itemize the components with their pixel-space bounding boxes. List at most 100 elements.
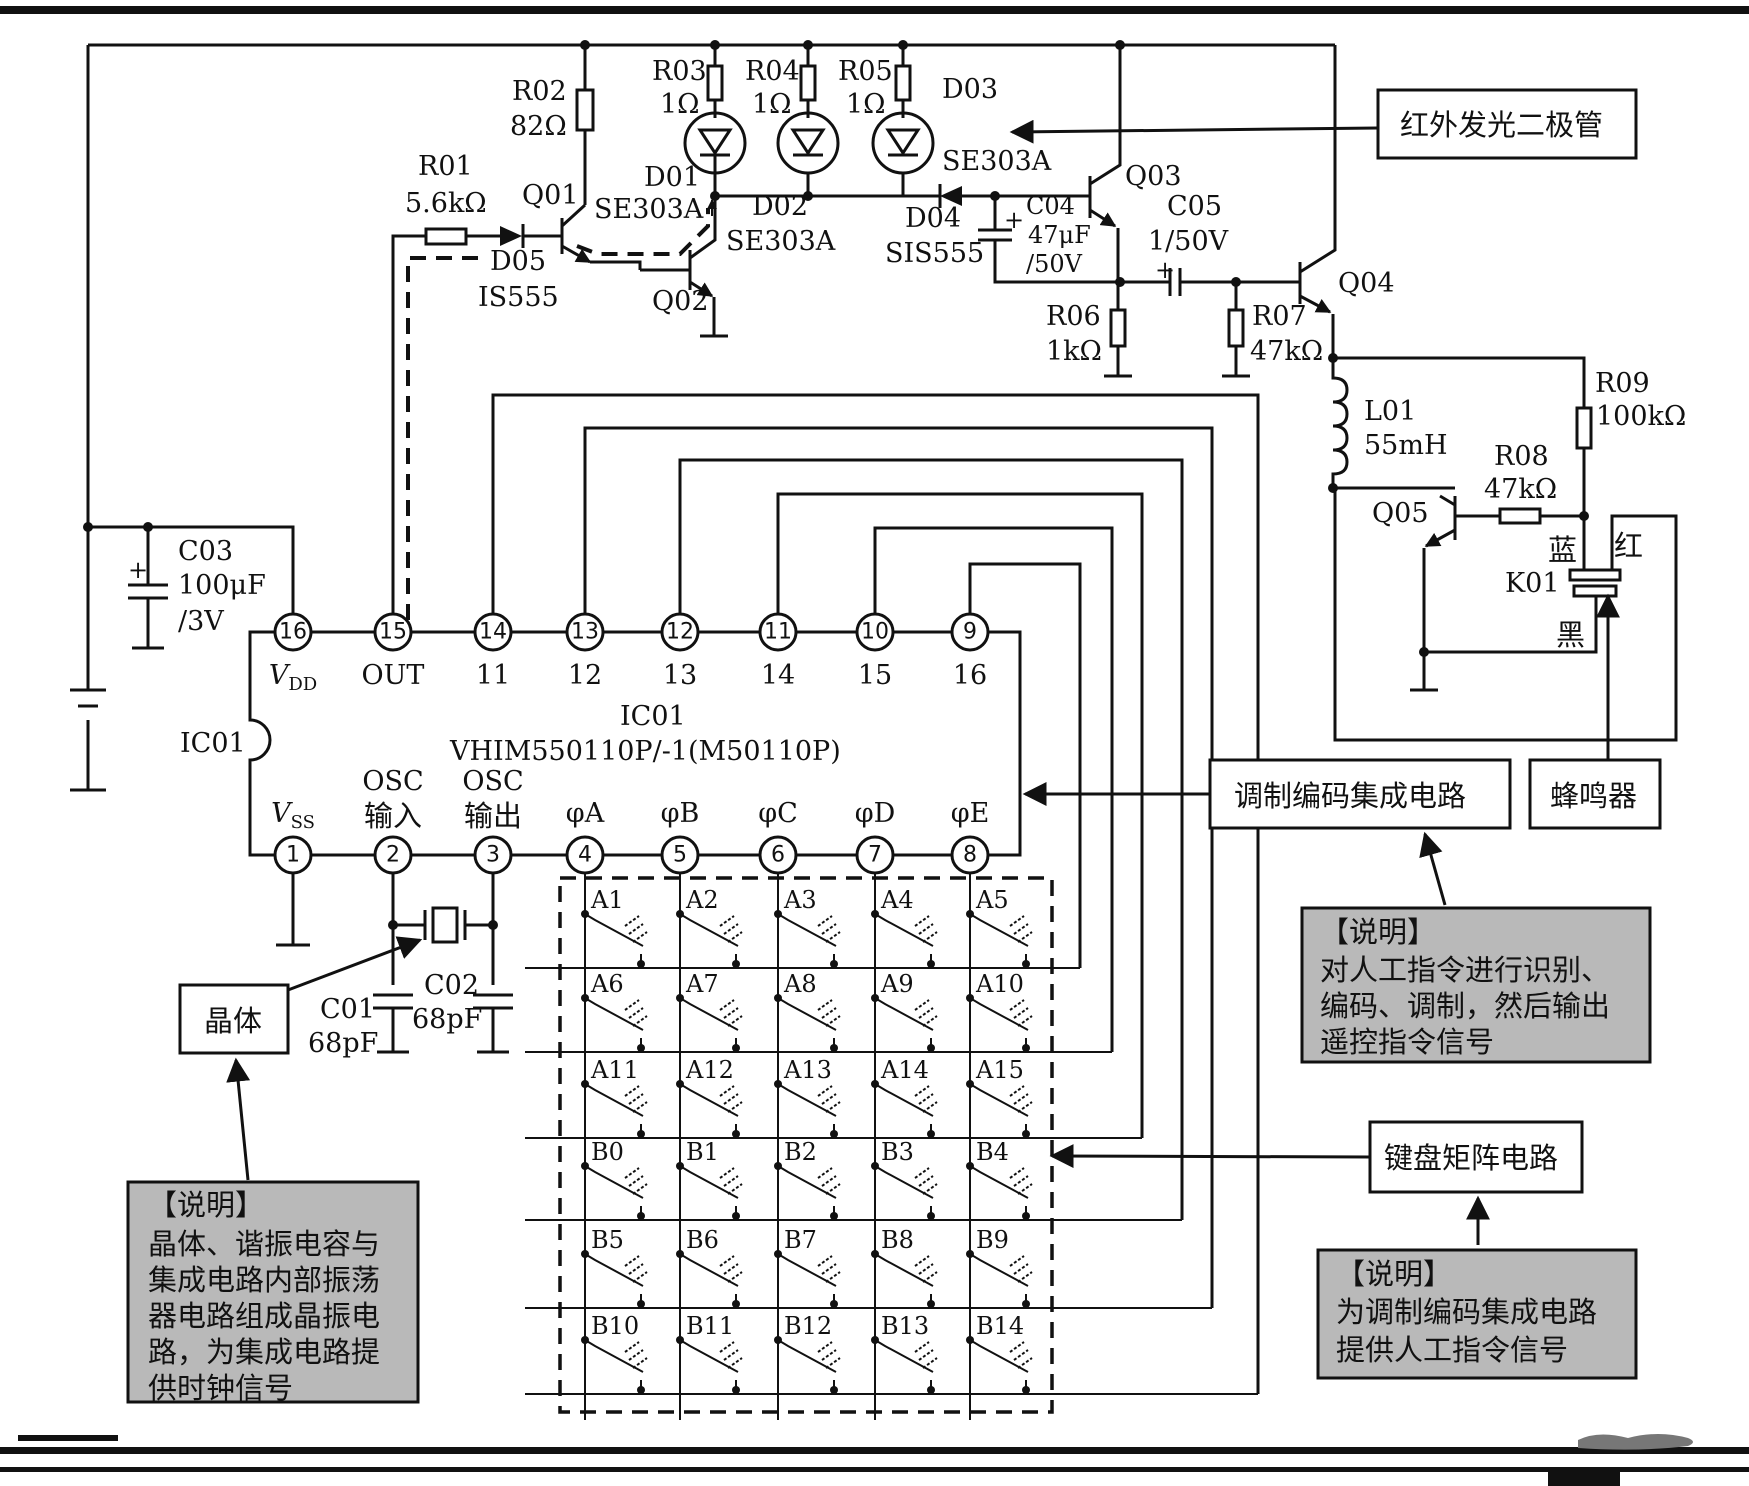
key-actuator <box>817 1255 841 1283</box>
label-l01-value: 55mH <box>1364 430 1448 461</box>
key-actuator <box>624 1085 648 1113</box>
label-q02: Q02 <box>652 286 709 317</box>
label-l01-ref: L01 <box>1364 396 1416 427</box>
key-label: B1 <box>686 1138 719 1166</box>
label-c04-ref: C04 <box>1026 192 1075 220</box>
key-switch-blade <box>584 1253 644 1287</box>
label-d01-part: SE303A <box>594 194 704 225</box>
ic-top-pin-label: 16 <box>953 660 987 691</box>
label-ic01-ref: IC01 <box>620 701 686 732</box>
ic-top-pin-wires <box>491 393 1260 1394</box>
key-actuator <box>719 1255 743 1283</box>
ic-top-pin-label: 11 <box>476 660 510 691</box>
note-crystal-line-3: 器电路组成晶振电 <box>148 1299 380 1333</box>
key-switch-blade <box>969 1083 1029 1117</box>
svg-text:+: + <box>1155 256 1175 284</box>
key-switch-blade <box>777 913 837 947</box>
ic-bottom-pin-number: 2 <box>386 843 400 868</box>
key-switch-blade <box>679 1253 739 1287</box>
label-q05: Q05 <box>1372 498 1429 529</box>
key-label: A14 <box>880 1056 929 1084</box>
key-switch-blade <box>777 997 837 1031</box>
key-actuator <box>817 999 841 1027</box>
ic-bottom-pin-label-2: 输出 <box>464 799 522 833</box>
ic-top-pin-label: 13 <box>663 660 697 691</box>
label-r06-value: 1kΩ <box>1046 336 1102 367</box>
key-switch-blade <box>777 1165 837 1199</box>
label-c05-value: 1/50V <box>1148 226 1229 257</box>
ic-bottom-pin-circle <box>565 835 605 875</box>
label-d05-part: IS555 <box>478 282 559 313</box>
key-label: A13 <box>783 1056 832 1084</box>
label-c01-value: 68pF <box>308 1028 378 1059</box>
note-modulator-line-3: 遥控指令信号 <box>1320 1025 1494 1059</box>
ic-bottom-pin-label: φA <box>566 798 605 829</box>
ic-top-pin-circle <box>565 612 605 652</box>
key-label: B7 <box>784 1226 817 1254</box>
ic-top-pin-number: 13 <box>571 620 599 645</box>
note-crystal-line-2: 集成电路内部振荡 <box>148 1263 380 1297</box>
key-actuator <box>719 1085 743 1113</box>
component-labels: R02 82Ω R01 5.6kΩ Q01 D05 IS555 Q02 R03 … <box>178 56 1686 1059</box>
key-actuator <box>624 1167 648 1195</box>
key-label: A6 <box>590 970 624 998</box>
key-actuator <box>914 999 938 1027</box>
label-c04-value1: 47μF <box>1028 221 1091 249</box>
label-r05-ref: R05 <box>838 56 893 87</box>
ic-bottom-pin-number: 3 <box>486 843 500 868</box>
label-r05-value: 1Ω <box>846 89 886 120</box>
key-actuator <box>1009 1085 1033 1113</box>
ic01-body <box>248 630 1022 857</box>
label-k01-red: 红 <box>1614 529 1643 563</box>
key-label: B5 <box>591 1226 624 1254</box>
ic-bottom-pin-number: 6 <box>771 843 785 868</box>
resistor-r01 <box>391 227 500 620</box>
key-label: B4 <box>976 1138 1009 1166</box>
key-actuator <box>624 1255 648 1283</box>
key-actuator <box>914 1255 938 1283</box>
power-rail <box>70 40 1335 792</box>
ic-top-pin-number: 12 <box>666 620 694 645</box>
ic-bottom-pin-number: 4 <box>578 843 592 868</box>
label-k01-ref: K01 <box>1505 568 1560 599</box>
diode-d04 <box>938 184 1090 208</box>
callout-modulator: 调制编码集成电路 <box>1234 779 1466 813</box>
key-label: B11 <box>686 1312 734 1340</box>
ic-top-pin-circle <box>373 612 413 652</box>
key-label: A5 <box>975 886 1009 914</box>
label-r09-value: 100kΩ <box>1596 401 1686 432</box>
resistor-r02 <box>575 45 595 205</box>
key-actuator <box>624 915 648 943</box>
ic-top-pin-number: 15 <box>379 620 407 645</box>
key-actuator <box>1009 1341 1033 1369</box>
label-d02-ref: D02 <box>752 191 808 222</box>
ic-bottom-pin-circle <box>855 835 895 875</box>
ic-bottom-pin-label: VSS <box>271 798 315 833</box>
ic-bottom-pin-circle <box>758 835 798 875</box>
ic-top-pin-number: 14 <box>479 620 507 645</box>
label-d03-ref: D03 <box>942 74 998 105</box>
key-switch-blade <box>874 997 934 1031</box>
ic-bottom-pin-number: 8 <box>963 843 977 868</box>
ic-top-pin-circle <box>855 612 895 652</box>
callout-buzzer: 蜂鸣器 <box>1550 779 1637 813</box>
key-actuator <box>914 915 938 943</box>
ic-bottom-pin-label: OSC <box>362 766 423 797</box>
label-d04-part: SIS555 <box>885 238 984 269</box>
key-switch-blade <box>584 1339 644 1373</box>
key-actuator <box>624 1341 648 1369</box>
ic-top-pin-number: 11 <box>764 620 792 645</box>
ic-bottom-pin-label: φB <box>661 798 700 829</box>
label-c03-value2: /3V <box>178 606 224 637</box>
label-r02-value: 82Ω <box>510 111 567 142</box>
key-switch-blade <box>679 913 739 947</box>
transistor-q03 <box>1088 45 1132 378</box>
ic-bottom-pin-label: φD <box>855 798 896 829</box>
note-crystal-line-5: 供时钟信号 <box>148 1371 293 1405</box>
key-label: A3 <box>783 886 817 914</box>
label-r08-value: 47kΩ <box>1484 474 1557 505</box>
note-crystal-title: 【说明】 <box>148 1188 264 1222</box>
note-keyboard-line-1: 为调制编码集成电路 <box>1336 1295 1597 1329</box>
key-label: A12 <box>685 1056 734 1084</box>
